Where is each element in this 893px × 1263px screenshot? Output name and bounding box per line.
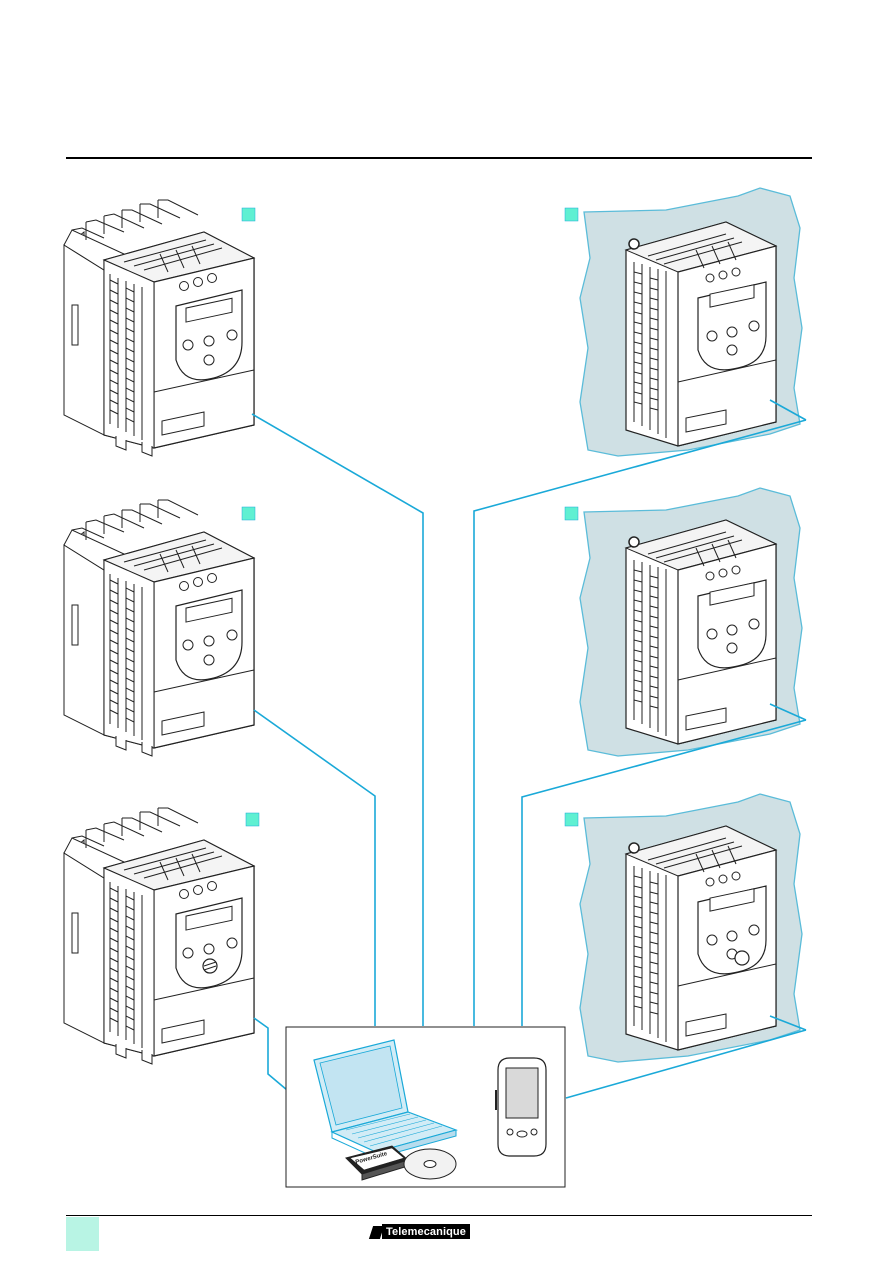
software-package-icon: PowerSuite	[345, 1145, 457, 1181]
drive-right-2	[625, 519, 777, 745]
brand-logo: Telemecanique	[368, 1224, 470, 1239]
marker-square	[241, 207, 256, 222]
drive-left-3	[63, 807, 255, 1065]
marker-square	[241, 506, 256, 521]
brand-name: Telemecanique	[386, 1225, 466, 1238]
marker-square	[564, 812, 579, 827]
connection-cables	[251, 399, 807, 1099]
marker-square	[245, 812, 260, 827]
drive-left-2	[63, 499, 255, 757]
brand-mark-icon	[368, 1224, 382, 1239]
drive-right-1	[625, 221, 777, 447]
top-rule	[66, 157, 812, 159]
drive-left-1	[63, 199, 255, 457]
bottom-rule	[66, 1215, 812, 1216]
page-tab	[66, 1217, 99, 1251]
marker-square	[564, 506, 579, 521]
laptop-icon	[313, 1039, 458, 1159]
drive-right-3	[625, 825, 777, 1051]
pda-icon	[495, 1057, 547, 1157]
marker-square	[564, 207, 579, 222]
